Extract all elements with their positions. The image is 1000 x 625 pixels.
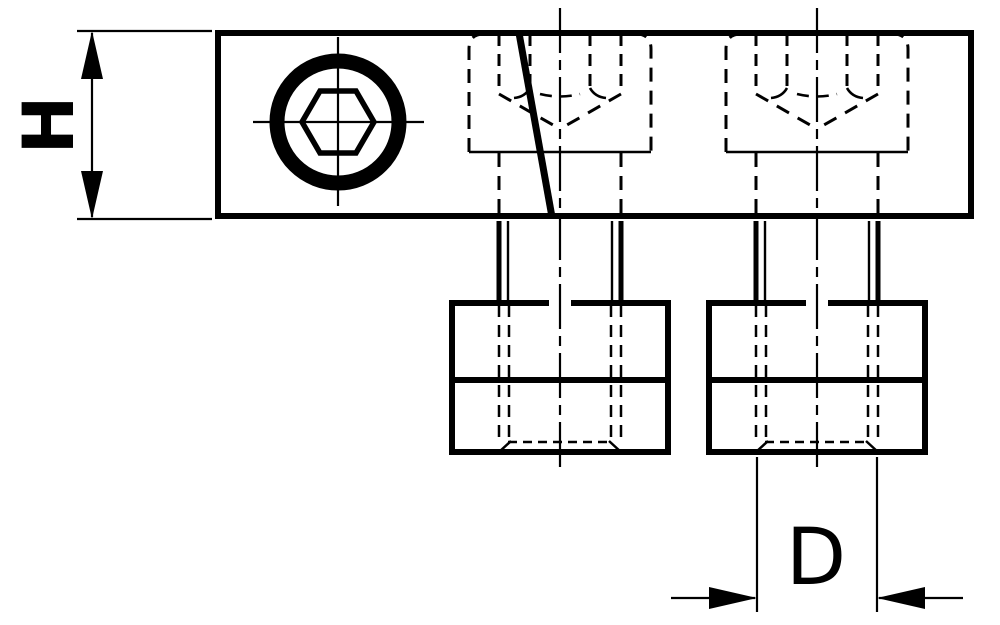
dimension-h-label: H bbox=[8, 96, 90, 155]
socket-screw-front-view bbox=[253, 37, 424, 206]
dimension-h-arrow-up-icon bbox=[81, 31, 103, 79]
dimension-h-arrow-down-icon bbox=[81, 171, 103, 219]
dimension-h: H bbox=[8, 29, 212, 221]
dimension-d-label: D bbox=[786, 513, 846, 603]
slot-edge-line bbox=[515, 32, 556, 218]
dimension-d-arrow-left-icon bbox=[877, 587, 925, 609]
dimension-d-arrow-right-icon bbox=[709, 587, 757, 609]
dimension-d: D bbox=[671, 457, 963, 612]
